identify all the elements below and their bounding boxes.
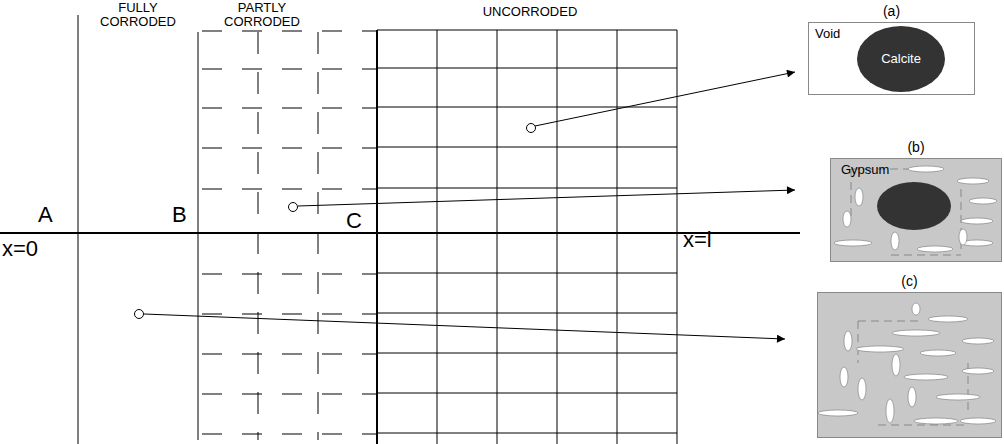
material-label: Gypsum <box>841 163 889 177</box>
void-pore <box>959 229 967 245</box>
grid-line <box>377 433 677 434</box>
grid-line <box>377 107 677 108</box>
grid-line <box>437 30 438 444</box>
crack-line <box>858 321 918 322</box>
calcite-grain <box>877 182 951 230</box>
coordinate-label: x=l <box>683 228 712 252</box>
point-label: C <box>346 209 362 233</box>
grid-line <box>677 30 678 444</box>
panel-caption: (c) <box>818 274 1001 289</box>
zone-label: UNCORRODED <box>470 5 590 19</box>
void-pore <box>908 387 916 407</box>
grid-line <box>377 188 677 189</box>
x-axis <box>0 232 800 234</box>
crack-line <box>891 255 961 256</box>
grid-line <box>377 68 677 69</box>
grid-line <box>377 313 677 314</box>
void-pore <box>960 418 996 424</box>
calcite-grain: Calcite <box>857 26 945 92</box>
void-pore <box>886 399 894 423</box>
point-label: A <box>38 203 53 227</box>
void-pore <box>892 354 900 376</box>
void-pore <box>969 198 997 204</box>
point-label: B <box>172 203 187 227</box>
void-pore <box>855 188 863 206</box>
crack-line <box>858 321 859 363</box>
dashed-line <box>198 31 377 32</box>
void-pore <box>961 218 993 224</box>
zone-boundary <box>198 32 199 440</box>
material-label: Calcite <box>857 52 945 66</box>
dashed-line <box>198 434 377 435</box>
void-pore <box>908 166 944 172</box>
dashed-line <box>198 189 377 190</box>
void-pore <box>962 338 994 344</box>
dashed-line <box>318 32 319 440</box>
dashed-line <box>198 69 377 70</box>
void-pore <box>920 350 956 356</box>
crack-line <box>878 425 968 426</box>
dashed-line <box>198 354 377 355</box>
panel-caption: (a) <box>809 4 974 19</box>
void-pore <box>962 368 994 374</box>
void-pore <box>912 303 920 315</box>
coordinate-label: x=0 <box>2 237 38 261</box>
void-pore <box>844 331 852 351</box>
void-pore <box>914 418 958 424</box>
grid-line <box>377 147 677 148</box>
inset-box: (c) <box>817 292 1002 438</box>
zone-label: FULLY CORRODED <box>88 1 188 30</box>
grid-line <box>557 30 558 444</box>
void-pore <box>936 394 980 400</box>
void-pore <box>891 232 899 250</box>
zone-boundary <box>78 15 79 444</box>
void-pore <box>818 410 858 416</box>
panel-caption: (b) <box>831 140 1001 155</box>
inset-box: (a)VoidCalcite <box>808 22 975 95</box>
grid-line <box>497 30 498 444</box>
void-pore <box>892 330 940 336</box>
inset-box: (b)Gypsum <box>830 158 1002 262</box>
void-pore <box>957 178 989 184</box>
dashed-line <box>198 148 377 149</box>
material-label: Void <box>815 27 840 41</box>
void-pore <box>858 378 866 400</box>
grid-line <box>377 30 677 31</box>
grid-line <box>377 353 677 354</box>
zone-label: PARTLY CORRODED <box>212 1 312 30</box>
leader-arrow <box>535 72 795 126</box>
sample-point <box>289 203 298 212</box>
grid-line <box>617 30 618 444</box>
microstructure <box>818 293 1001 437</box>
dashed-line <box>198 314 377 315</box>
void-pore <box>834 240 872 246</box>
dashed-line <box>198 394 377 395</box>
grid-line <box>377 393 677 394</box>
leader-arrow <box>298 190 795 206</box>
sample-point <box>527 124 536 133</box>
void-pore <box>928 316 968 322</box>
zone-boundary <box>376 30 378 444</box>
dashed-line <box>198 274 377 275</box>
void-pore <box>856 346 904 352</box>
grid-line <box>377 273 677 274</box>
dashed-line <box>258 32 259 440</box>
void-pore <box>840 367 848 387</box>
void-pore <box>917 246 953 252</box>
void-pore <box>843 211 851 227</box>
void-pore <box>904 374 948 380</box>
dashed-line <box>198 108 377 109</box>
sample-point <box>135 310 144 319</box>
leader-arrow <box>144 314 785 339</box>
